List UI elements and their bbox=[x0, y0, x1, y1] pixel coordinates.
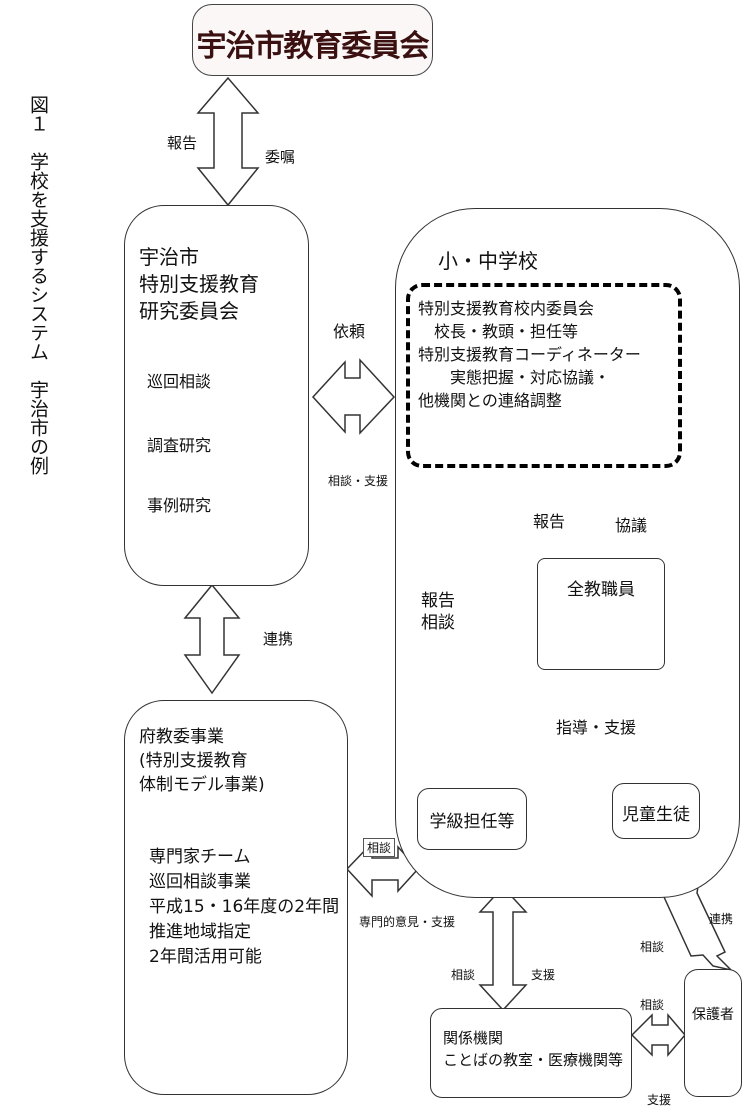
agencies-box: 関係機関 ことばの教室・医療機関等 bbox=[430, 1008, 632, 1098]
label-report-2: 報告 bbox=[533, 512, 566, 531]
label-report: 報告 bbox=[167, 134, 198, 152]
item-patrol-consult: 巡回相談 bbox=[147, 372, 212, 391]
research-committee-title: 宇治市 特別支援教育 研究委員会 bbox=[139, 245, 259, 323]
label-request: 依頼 bbox=[333, 322, 366, 341]
school-agencies-arrow bbox=[478, 885, 528, 1012]
label-consult-boxed: 相談 bbox=[363, 838, 396, 857]
class-teacher-box: 学級担任等 bbox=[417, 788, 527, 850]
prefecture-project-details: 専門家チーム 巡回相談事業 平成15・16年度の2年間 推進地域指定 2年間活用… bbox=[149, 847, 340, 967]
item-case-research: 事例研究 bbox=[147, 496, 212, 515]
label-discussion: 協議 bbox=[615, 516, 648, 535]
label-consult-2: 相談 bbox=[451, 968, 476, 982]
label-guidance-support: 指導・支援 bbox=[556, 718, 637, 737]
all-staff-label: 全教職員 bbox=[567, 580, 635, 600]
prefecture-project-header: 府教委事業 (特別支援教育 体制モデル事業) bbox=[139, 727, 265, 795]
board-committee-arrow bbox=[196, 76, 260, 207]
label-expert-support: 専門的意見・支援 bbox=[359, 915, 456, 929]
item-survey-research: 調査研究 bbox=[147, 436, 212, 455]
guardian-box: 保護者 bbox=[684, 969, 742, 1097]
agencies-text: 関係機関 ことばの教室・医療機関等 bbox=[443, 1029, 624, 1069]
label-report-consult: 報告 相談 bbox=[421, 591, 455, 633]
in-school-committee-text: 特別支援教育校内委員会 校長・教頭・担任等 特別支援教育コーディネーター 実態把… bbox=[418, 299, 641, 410]
all-staff-box: 全教職員 bbox=[537, 558, 665, 670]
label-commission: 委嘱 bbox=[265, 148, 296, 166]
students-box: 児童生徒 bbox=[612, 783, 700, 839]
school-title: 小・中学校 bbox=[438, 249, 538, 273]
figure-title: 図１ 学校を支援するシステム 宇治市の例 bbox=[27, 95, 49, 475]
label-consult-3: 相談 bbox=[640, 940, 665, 954]
class-teacher-label: 学級担任等 bbox=[429, 812, 515, 832]
committee-prefecture-arrow bbox=[183, 583, 241, 695]
label-consult-support: 相談・支援 bbox=[328, 474, 389, 488]
label-consult-4: 相談 bbox=[640, 998, 665, 1012]
request-arrow bbox=[311, 358, 396, 435]
research-committee-box: 宇治市 特別支援教育 研究委員会 巡回相談 調査研究 事例研究 bbox=[124, 205, 309, 586]
in-school-committee-box: 特別支援教育校内委員会 校長・教頭・担任等 特別支援教育コーディネーター 実態把… bbox=[406, 283, 682, 468]
prefecture-project-box: 府教委事業 (特別支援教育 体制モデル事業) 専門家チーム 巡回相談事業 平成1… bbox=[124, 700, 348, 1095]
label-cooperation-2: 連携 bbox=[709, 912, 734, 926]
agencies-guardian-arrow bbox=[630, 1012, 686, 1058]
students-label: 児童生徒 bbox=[622, 805, 690, 825]
board-of-education-label: 宇治市教育委員会 bbox=[196, 29, 430, 64]
label-support-2: 支援 bbox=[647, 1093, 672, 1107]
label-support: 支援 bbox=[531, 968, 556, 982]
guardian-label: 保護者 bbox=[692, 1007, 734, 1023]
board-of-education-box: 宇治市教育委員会 bbox=[192, 4, 433, 76]
label-cooperation: 連携 bbox=[263, 630, 294, 648]
